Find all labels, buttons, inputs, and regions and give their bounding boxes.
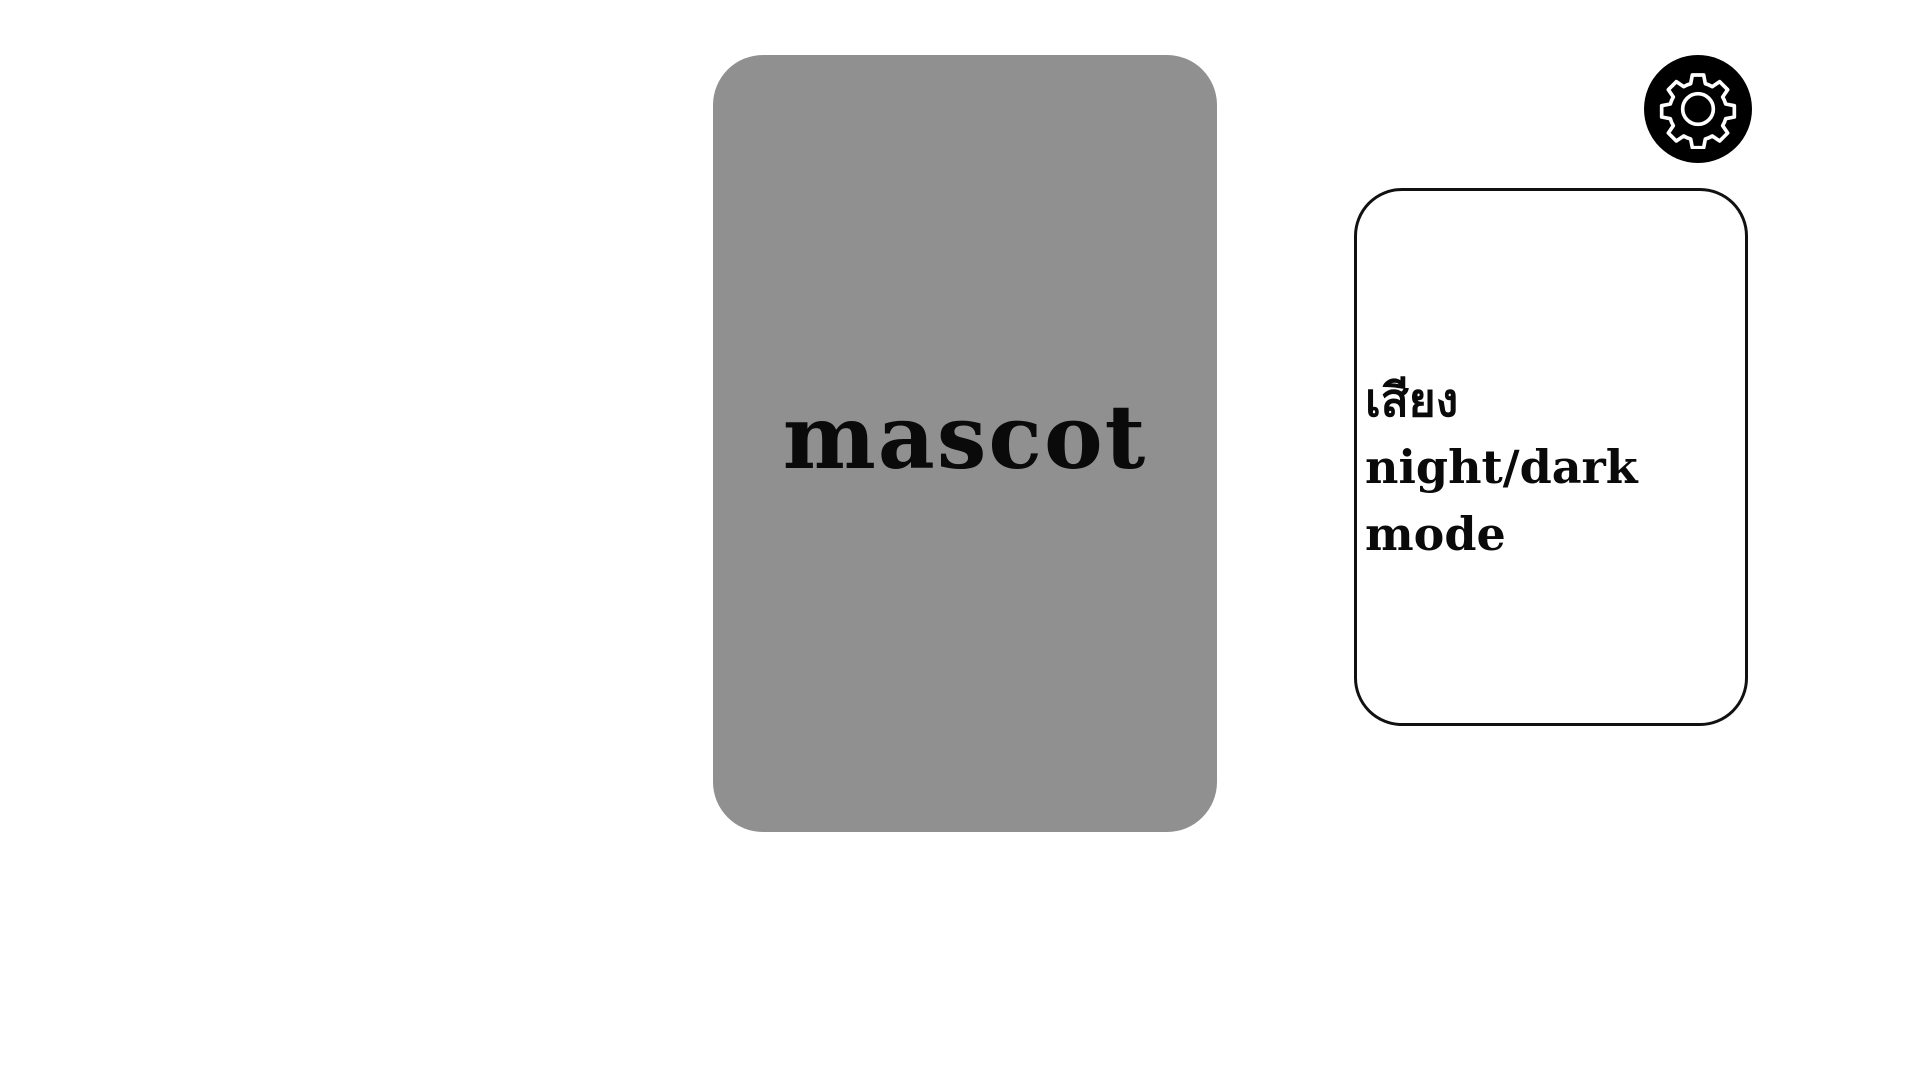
gear-icon [1658, 69, 1738, 149]
settings-button[interactable] [1644, 55, 1752, 163]
night-dark-mode-option-continued[interactable]: mode [1365, 507, 1506, 561]
sound-option[interactable]: เสียง [1365, 373, 1459, 427]
settings-options-list: เสียง night/dark mode [1365, 367, 1638, 568]
mascot-card: mascot [713, 55, 1217, 832]
settings-panel: เสียง night/dark mode [1354, 188, 1748, 726]
mascot-label: mascot [782, 384, 1148, 489]
night-dark-mode-option[interactable]: night/dark [1365, 440, 1638, 494]
